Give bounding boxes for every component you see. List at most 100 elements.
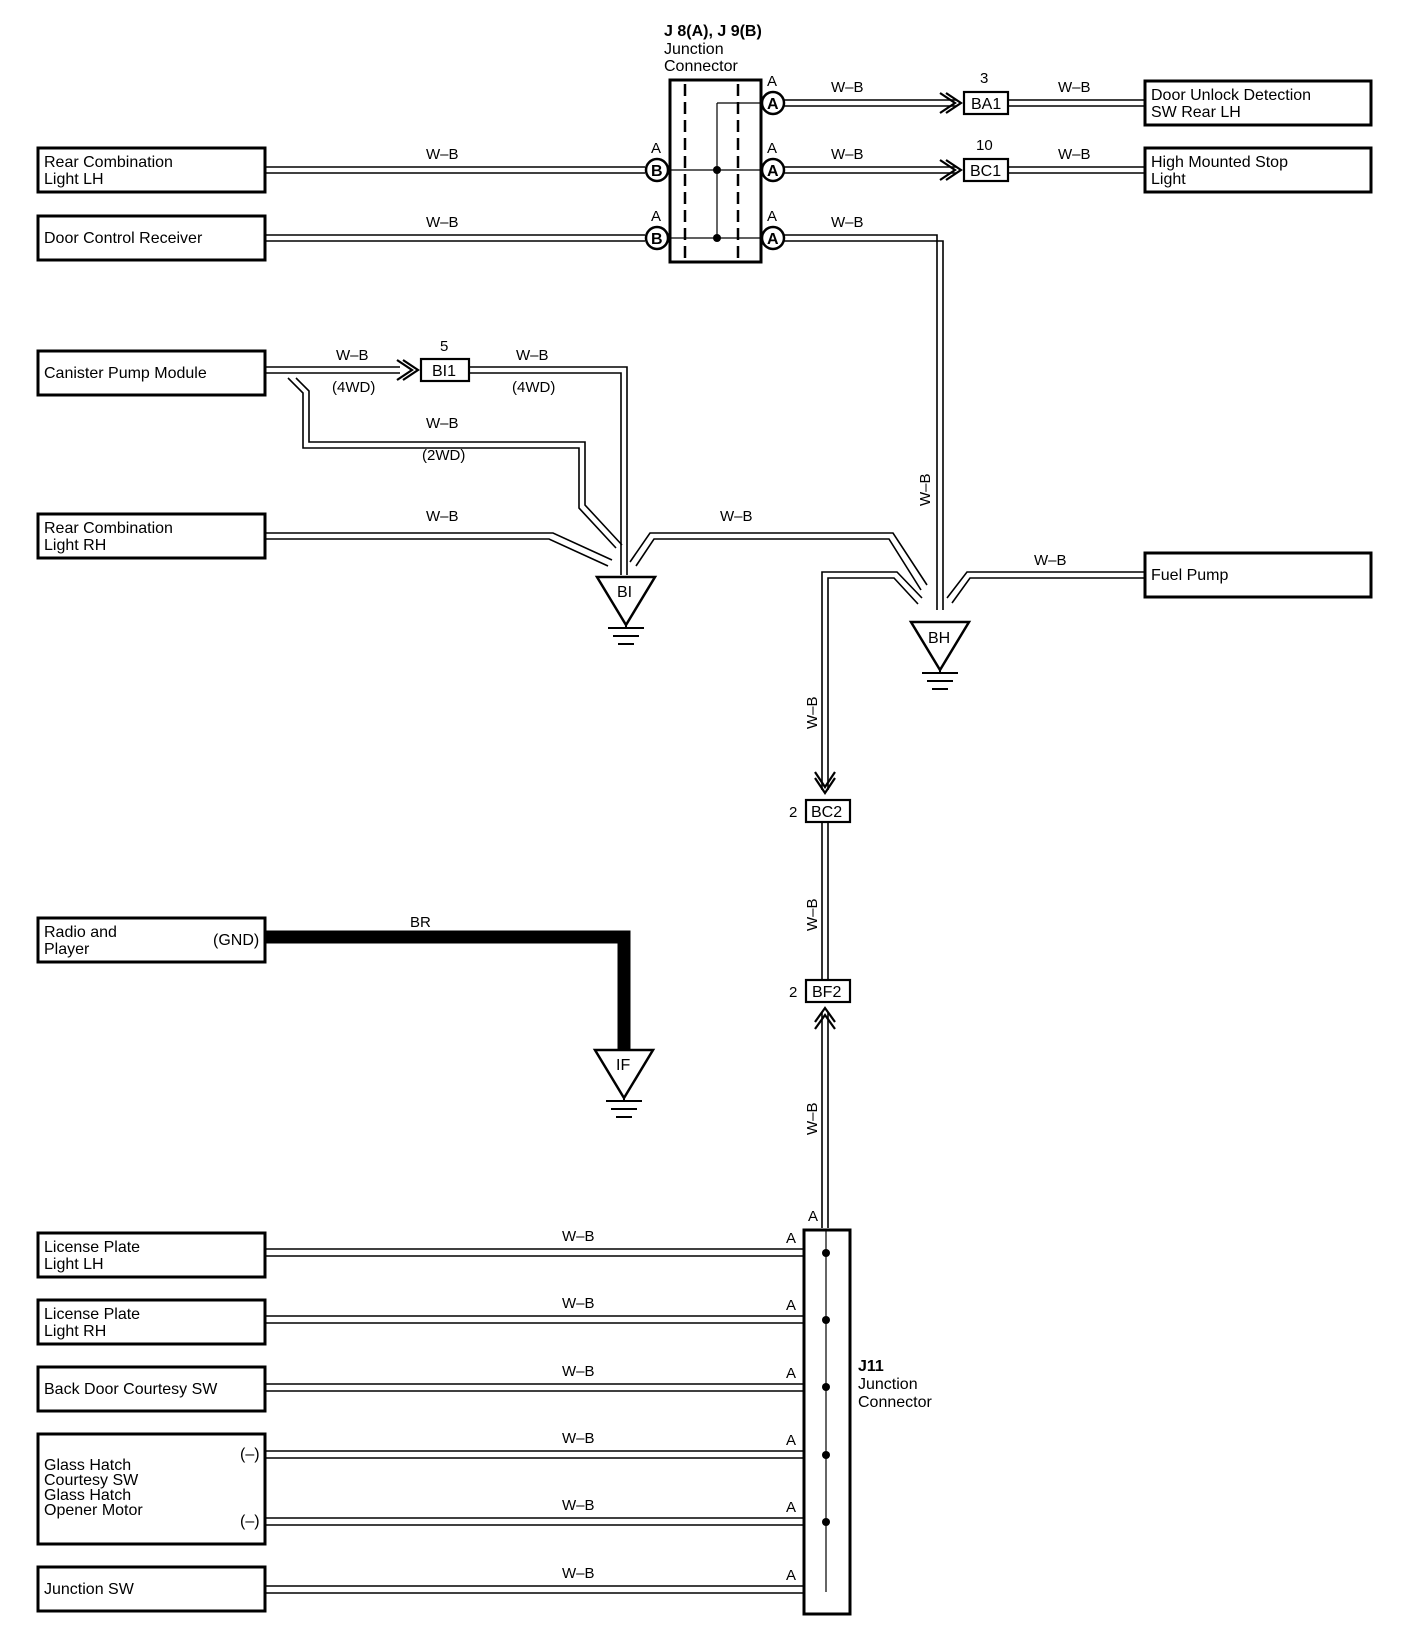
radio-gnd-label: (GND) — [213, 932, 259, 949]
bc1-pin: 10 — [976, 137, 993, 154]
wire-license-rh — [265, 1315, 824, 1324]
ground-bi: BI — [594, 575, 658, 645]
j8-pin-b-1-tag: A — [651, 140, 661, 157]
j11-pin-1: A — [786, 1230, 796, 1247]
high-mounted-line1: High Mounted Stop — [1151, 154, 1288, 171]
door-unlock-line2: SW Rear LH — [1151, 104, 1241, 121]
j8-pin-a-3 — [760, 225, 786, 251]
j8-pin-a-1-tag: A — [767, 73, 777, 90]
wire-high-mounted-stop — [784, 166, 1145, 174]
j11-subtitle-1: Junction — [858, 1376, 918, 1393]
j8-pin-b-2-label: B — [651, 231, 663, 248]
connector-ba1: BA1 3 — [939, 70, 1010, 116]
connector-bc1: BC1 10 — [939, 137, 1010, 183]
component-door-control-receiver: Door Control Receiver — [36, 214, 267, 262]
wire-fuel-pump — [946, 571, 1145, 604]
wire-label-20: W–B — [562, 1363, 595, 1380]
component-door-unlock-detection: Door Unlock Detection SW Rear LH — [1143, 79, 1373, 127]
ba1-pin: 3 — [980, 70, 988, 87]
wire-label-13: W–B — [1034, 552, 1067, 569]
j11-body — [802, 1228, 852, 1616]
component-rear-combo-rh: Rear Combination Light RH — [36, 512, 267, 560]
bf2-pin: 2 — [789, 984, 797, 1001]
wire-door-unlock — [784, 99, 1145, 107]
wire-label-1: W–B — [426, 146, 459, 163]
license-rh-line2: Light RH — [44, 1323, 106, 1340]
j11-pin-6: A — [786, 1567, 796, 1584]
high-mounted-line2: Light — [1151, 171, 1186, 188]
bi1-label: BI1 — [432, 363, 456, 380]
wire-j8-to-bh — [784, 234, 944, 610]
j8-pin-b-2 — [644, 225, 670, 251]
wire-label-3: W–B — [831, 79, 864, 96]
wire-bc2-to-bf2 — [821, 823, 829, 980]
wire-label-9: W–B — [516, 347, 549, 364]
door-unlock-line1: Door Unlock Detection — [1151, 87, 1311, 104]
glass-hatch-line3: Glass Hatch — [44, 1487, 131, 1504]
wire-label-23: W–B — [562, 1565, 595, 1582]
bc2-label: BC2 — [811, 804, 842, 821]
j8-j9-title: J 8(A), J 9(B) — [664, 23, 762, 40]
wires — [265, 99, 1145, 1594]
j8-pin-b-1-label: B — [651, 163, 663, 180]
glass-hatch-line1: Glass Hatch — [44, 1457, 131, 1474]
door-control-receiver-label: Door Control Receiver — [44, 230, 203, 247]
radio-line2: Player — [44, 941, 90, 958]
junction-j11: A J11 Junction Connector A A A A A A — [786, 1208, 932, 1616]
wire-door-control-receiver — [265, 234, 645, 242]
wire-rear-combo-rh — [265, 532, 613, 567]
ground-if: IF — [592, 1048, 656, 1118]
ground-bi-label: BI — [617, 584, 632, 601]
component-rear-combo-lh: Rear Combination Light LH — [36, 146, 267, 194]
component-high-mounted-stop: High Mounted Stop Light — [1143, 146, 1373, 194]
j8-j9-subtitle-2: Connector — [664, 58, 738, 75]
j8-pin-a-1 — [760, 90, 786, 116]
j8-pin-a-3-tag: A — [767, 208, 777, 225]
wire-rear-combo-lh — [265, 166, 645, 174]
wire-glass-hatch-1 — [265, 1450, 824, 1459]
rear-combo-lh-line2: Light LH — [44, 171, 104, 188]
connector-bi1: BI1 5 — [396, 338, 471, 383]
wire-glass-hatch-2 — [265, 1517, 824, 1526]
glass-hatch-pin-1: (–) — [240, 1446, 260, 1463]
ground-bh: BH — [908, 620, 972, 690]
bf2-label: BF2 — [812, 984, 841, 1001]
wire-label-22: W–B — [562, 1497, 595, 1514]
j11-title: J11 — [858, 1358, 884, 1375]
wire-canister-4wd — [265, 366, 628, 575]
wire-label-19: W–B — [562, 1295, 595, 1312]
ba1-label: BA1 — [971, 96, 1001, 113]
wire-label-8: W–B — [336, 347, 369, 364]
j8-pin-a-2-tag: A — [767, 140, 777, 157]
component-license-plate-rh: License Plate Light RH — [36, 1298, 267, 1346]
ground-if-label: IF — [616, 1057, 630, 1074]
wire-label-4: W–B — [1058, 79, 1091, 96]
j11-pin-4: A — [786, 1432, 796, 1449]
wire-label-7: W–B — [831, 214, 864, 231]
wire-labels: W–B W–B W–B W–B W–B W–B W–B W–B (4WD) W–… — [332, 79, 1091, 1582]
j8-pin-a-2-label: A — [767, 163, 779, 180]
glass-hatch-pin-2: (–) — [240, 1513, 260, 1530]
wire-label-4wd-1: (4WD) — [332, 379, 375, 396]
bi1-pin: 5 — [440, 338, 448, 355]
ground-bh-label: BH — [928, 630, 950, 647]
component-radio-player: Radio and Player (GND) — [36, 916, 267, 964]
license-rh-line1: License Plate — [44, 1306, 140, 1323]
wire-label-12: W–B — [720, 508, 753, 525]
j8-pin-b-2-tag: A — [651, 208, 661, 225]
wire-label-18: W–B — [562, 1228, 595, 1245]
wire-back-door — [265, 1383, 824, 1392]
component-license-plate-lh: License Plate Light LH — [36, 1231, 267, 1279]
wire-label-4wd-2: (4WD) — [512, 379, 555, 396]
back-door-label: Back Door Courtesy SW — [44, 1381, 218, 1398]
wire-label-br: BR — [410, 914, 431, 931]
junction-j8-j9: J 8(A), J 9(B) Junction Connector B A B … — [644, 23, 786, 264]
wire-label-10: W–B — [426, 415, 459, 432]
license-lh-line1: License Plate — [44, 1239, 140, 1256]
j8-pin-a-2 — [760, 157, 786, 183]
bc2-pin: 2 — [789, 804, 797, 821]
glass-hatch-line4: Opener Motor — [44, 1502, 143, 1519]
radio-line1: Radio and — [44, 924, 117, 941]
j8-j9-subtitle-1: Junction — [664, 41, 724, 58]
